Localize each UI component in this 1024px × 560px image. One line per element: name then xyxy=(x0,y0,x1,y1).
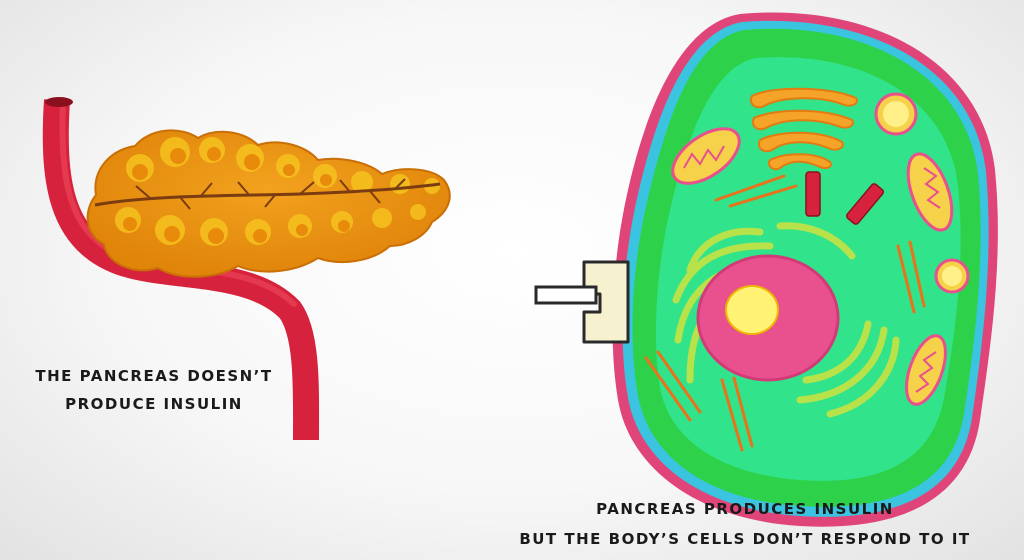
right-caption-line-2: BUT THE BODY’S CELLS DON’T RESPOND TO IT xyxy=(519,530,971,548)
right-caption: PANCREAS PRODUCES INSULIN BUT THE BODY’S… xyxy=(470,494,1020,554)
pancreas-illustration xyxy=(86,129,451,278)
left-caption-line-2: PRODUCE INSULIN xyxy=(65,395,243,413)
insulin-receptor-icon xyxy=(534,260,630,344)
cell-illustration xyxy=(612,12,998,527)
left-caption-line-1: THE PANCREAS DOESN’T xyxy=(35,367,273,385)
right-caption-line-1: PANCREAS PRODUCES INSULIN xyxy=(596,500,894,518)
left-caption: THE PANCREAS DOESN’T PRODUCE INSULIN xyxy=(14,362,294,418)
